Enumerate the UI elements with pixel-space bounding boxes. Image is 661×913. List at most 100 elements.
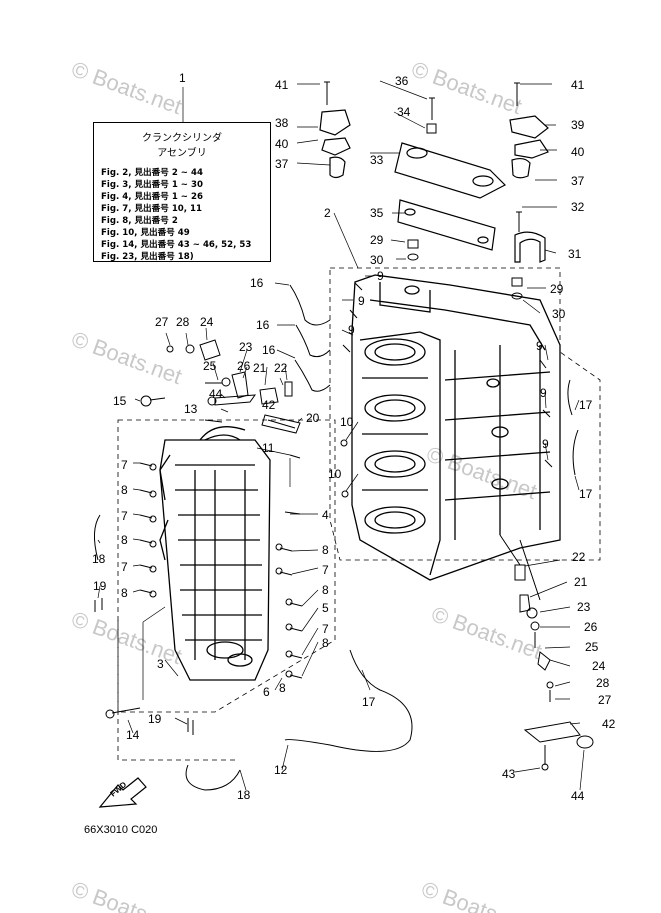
callout-8f: 8 (322, 636, 329, 650)
callout-42b: 42 (602, 717, 616, 731)
callout-18a: 18 (92, 552, 106, 566)
callout-18b: 18 (237, 788, 251, 802)
callout-20: 20 (306, 411, 320, 425)
assembly-name-line1: クランクシリンダ (142, 133, 222, 144)
callout-28a: 28 (176, 315, 190, 329)
callout-25a: 25 (203, 359, 217, 373)
callout-39: 39 (571, 118, 585, 132)
callout-17b: 17 (579, 487, 593, 501)
callout-21a: 21 (253, 361, 267, 375)
callout-8g: 8 (279, 681, 286, 695)
callout-31: 31 (568, 247, 582, 261)
fwd-arrow-icon: FWD (98, 777, 147, 808)
callout-8a: 8 (121, 483, 128, 497)
callout-16a: 16 (250, 276, 264, 290)
callout-25b: 25 (585, 640, 599, 654)
callout-30b: 30 (552, 307, 566, 321)
callout-6: 6 (263, 685, 270, 699)
callout-27b: 27 (598, 693, 612, 707)
callout-4: 4 (322, 508, 329, 522)
watermark-bottom-right: © Boats.net (418, 876, 535, 913)
callout-23b: 23 (577, 600, 591, 614)
callout-28b: 28 (596, 676, 610, 690)
callout-19a: 19 (93, 579, 107, 593)
callout-43: 43 (502, 767, 516, 781)
callout-35: 35 (370, 206, 384, 220)
callout-16c: 16 (262, 343, 276, 357)
callout-2: 2 (324, 206, 331, 220)
callout-12: 12 (274, 763, 288, 777)
figure-ref: Fig. 14, 見出番号 43 ~ 46, 52, 53 (101, 240, 252, 250)
crankcase (159, 426, 271, 681)
callout-7a: 7 (121, 458, 128, 472)
callout-38: 38 (275, 116, 289, 130)
callout-44a: 44 (209, 387, 223, 401)
callout-22b: 22 (572, 550, 586, 564)
callout-26b: 26 (584, 620, 598, 634)
callout-21b: 21 (574, 575, 588, 589)
head-covers (319, 109, 549, 263)
callout-23a: 23 (239, 340, 253, 354)
figure-ref: Fig. 2, 見出番号 2 ~ 44 (101, 168, 203, 178)
callout-9c: 9 (348, 323, 355, 337)
callout-8b: 8 (121, 533, 128, 547)
callout-42a: 42 (262, 398, 276, 412)
callout-34: 34 (397, 105, 411, 119)
figure-ref: Fig. 3, 見出番号 1 ~ 30 (101, 180, 203, 190)
callout-10a: 10 (340, 415, 354, 429)
callout-13: 13 (184, 402, 198, 416)
callout-37a: 37 (275, 157, 289, 171)
callout-27a: 27 (155, 315, 169, 329)
callout-8e: 8 (322, 583, 329, 597)
callout-9f: 9 (542, 437, 549, 451)
watermark-top-right: © Boats.net (408, 56, 525, 119)
figure-ref: Fig. 4, 見出番号 1 ~ 26 (101, 192, 203, 202)
figure-ref: Fig. 10, 見出番号 49 (101, 228, 190, 238)
callout-7c: 7 (121, 560, 128, 574)
callout-41a: 41 (275, 78, 289, 92)
callout-10b: 10 (328, 467, 342, 481)
callout-numbers: 1 2 3 4 5 6 7 7 7 7 7 8 8 8 8 8 8 8 9 9 … (92, 71, 616, 803)
callout-7d: 7 (322, 563, 329, 577)
callout-24b: 24 (592, 659, 606, 673)
callout-11: 11 (262, 441, 275, 455)
figure-ref: Fig. 23, 見出番号 18) (101, 252, 194, 262)
callout-9e: 9 (540, 386, 547, 400)
callout-14: 14 (126, 728, 140, 742)
callout-37b: 37 (571, 174, 585, 188)
crankcase-lower-outline (117, 620, 235, 761)
assembly-outlines (117, 267, 601, 761)
leader-lines (97, 80, 585, 791)
callout-29b: 29 (550, 282, 564, 296)
callout-7b: 7 (121, 509, 128, 523)
callout-44b: 44 (571, 789, 585, 803)
callout-9b: 9 (358, 294, 365, 308)
callout-8c: 8 (121, 586, 128, 600)
callout-19b: 19 (148, 712, 162, 726)
cylinder-block (351, 274, 561, 581)
callout-9d: 9 (536, 339, 543, 353)
callout-7e: 7 (322, 622, 329, 636)
callout-8d: 8 (322, 543, 329, 557)
callout-32: 32 (571, 200, 585, 214)
small-parts (94, 81, 594, 791)
callout-17c: 17 (362, 695, 376, 709)
figure-ref: Fig. 7, 見出番号 10, 11 (101, 204, 203, 214)
cylinder-outline (329, 267, 601, 561)
figure-ref: Fig. 8, 見出番号 2 (101, 216, 178, 226)
callout-3: 3 (157, 657, 164, 671)
callout-9a: 9 (377, 269, 384, 283)
callout-26a: 26 (237, 359, 251, 373)
callout-17a: 17 (579, 398, 593, 412)
watermark-top-left: © Boats.net (68, 56, 185, 119)
callout-33: 33 (370, 153, 384, 167)
callout-15: 15 (113, 394, 127, 408)
callout-41b: 41 (571, 78, 585, 92)
callout-29a: 29 (370, 233, 384, 247)
callout-40a: 40 (275, 137, 289, 151)
callout-36: 36 (395, 74, 409, 88)
callout-40b: 40 (571, 145, 585, 159)
callout-5: 5 (322, 601, 329, 615)
callout-30a: 30 (370, 253, 384, 267)
